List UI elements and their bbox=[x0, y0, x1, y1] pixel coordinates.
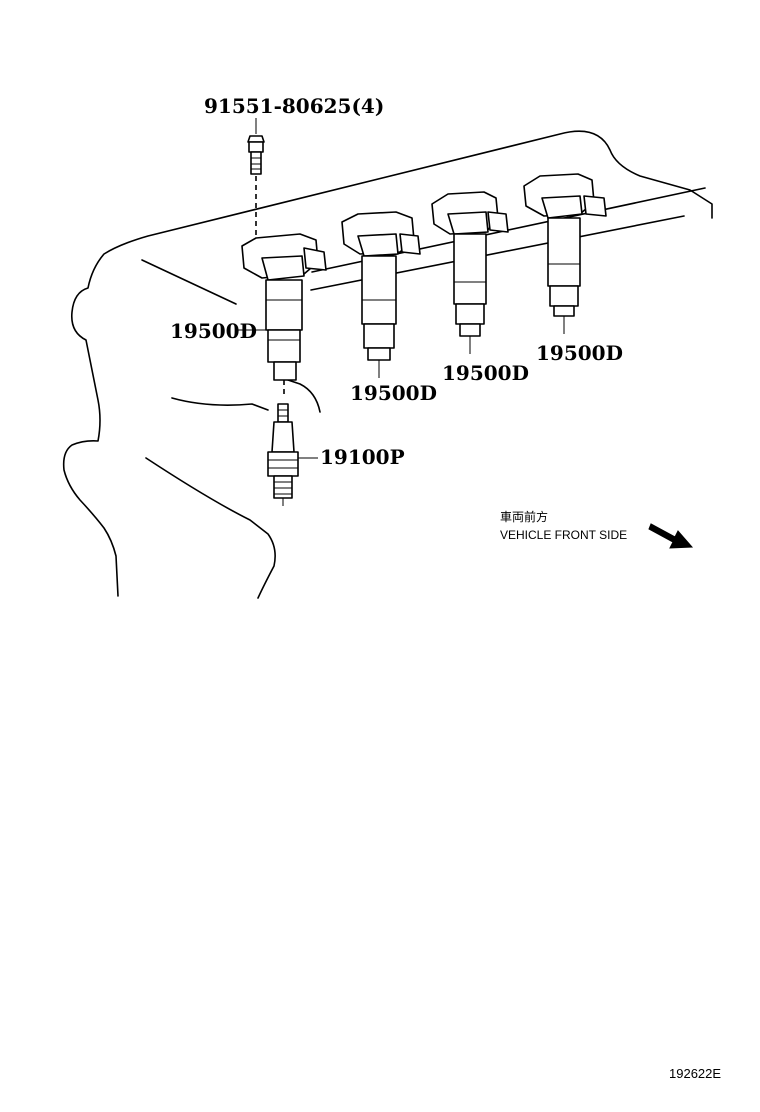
vehicle-front-arrow-icon bbox=[648, 523, 694, 549]
bolt bbox=[247, 135, 265, 238]
direction-label-jp: 車両前方 bbox=[500, 509, 548, 524]
coil-3-part-number: 19500D bbox=[442, 361, 529, 385]
ignition-coil-4 bbox=[523, 173, 607, 334]
coil-4-part-number: 19500D bbox=[536, 341, 623, 365]
bolt-part-number: 91551-80625(4) bbox=[204, 94, 384, 118]
ignition-coil-3 bbox=[431, 191, 509, 354]
coil-1-part-number: 19500D bbox=[170, 319, 257, 343]
direction-label-en: VEHICLE FRONT SIDE bbox=[500, 528, 627, 542]
figure-id: 192622E bbox=[669, 1066, 721, 1081]
spark-plug-part-number: 19100P bbox=[320, 445, 405, 469]
spark-plug bbox=[267, 403, 299, 506]
ignition-coil-1 bbox=[241, 233, 327, 398]
ignition-coil-2 bbox=[341, 211, 421, 378]
coil-2-part-number: 19500D bbox=[350, 381, 437, 405]
